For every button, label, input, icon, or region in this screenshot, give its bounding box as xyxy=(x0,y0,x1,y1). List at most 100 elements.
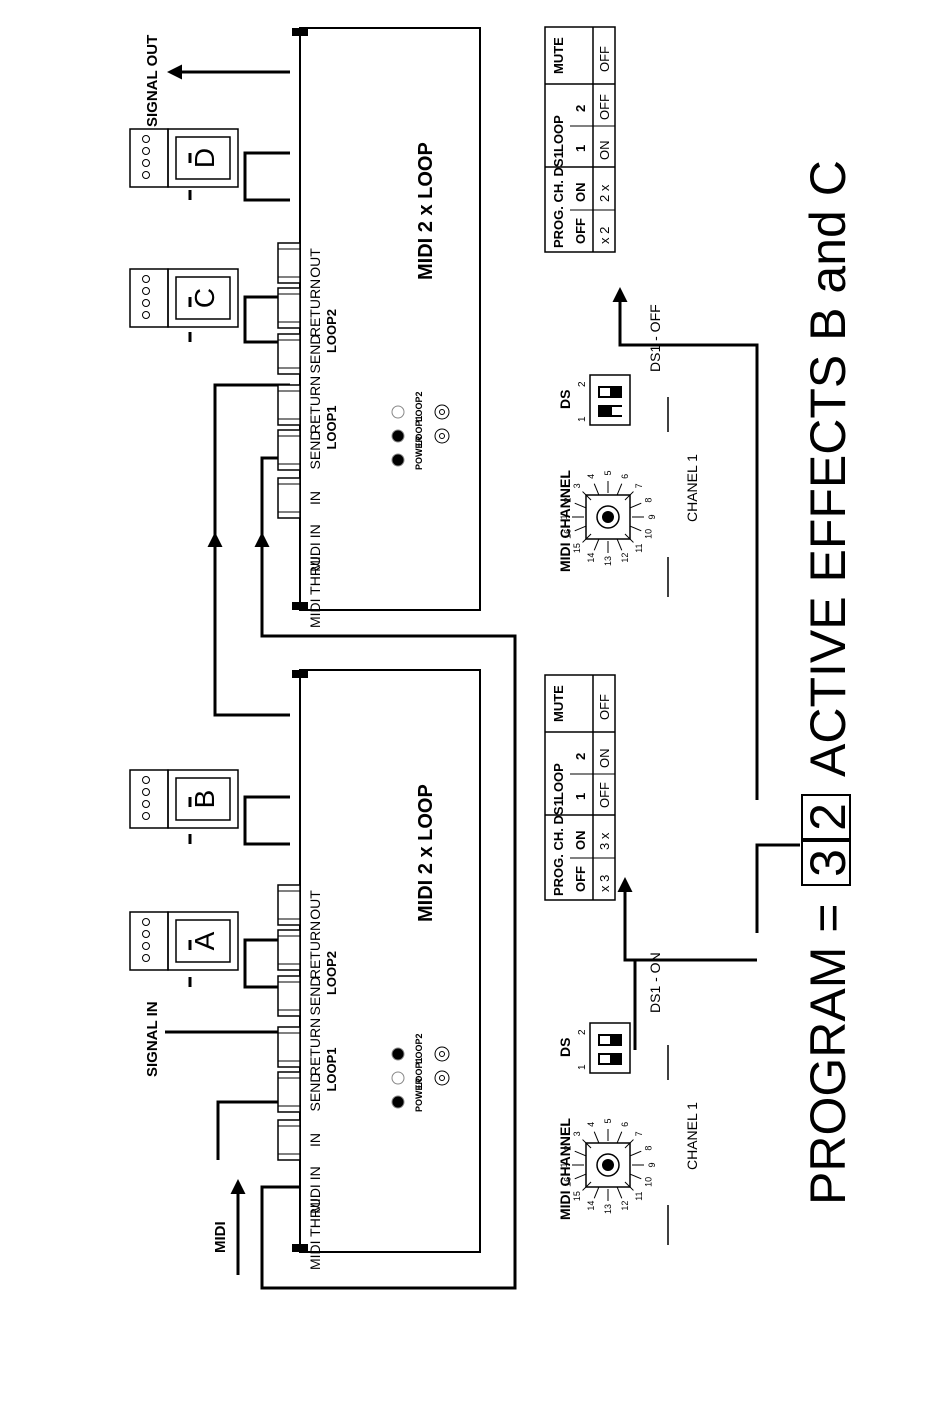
midi-label: MIDI xyxy=(212,1221,229,1253)
ds-label-2: DS xyxy=(557,390,573,409)
ds-num-2-1: 1 xyxy=(577,416,588,422)
program-label: PROGRAM = xyxy=(800,904,856,1205)
dial-number-0-14: 15 xyxy=(572,1191,582,1201)
jack-1-7 xyxy=(277,242,301,284)
midi-channel-label-2: MIDI CHANNEL xyxy=(557,470,573,572)
table-value-0-0: x 3 xyxy=(597,875,612,892)
dial-number-1-3: 4 xyxy=(586,474,596,479)
loop-label-1-1: LOOP2 xyxy=(324,309,339,353)
dip-switch-1 xyxy=(589,1022,631,1074)
led-label-0-0: POWER xyxy=(414,1077,424,1112)
table-value-1-1: 2 x xyxy=(597,184,612,202)
led-1-1 xyxy=(391,429,405,443)
led-0-1 xyxy=(391,1071,405,1085)
ds1-on-arrow xyxy=(617,877,757,962)
dial-number-0-0: 1 xyxy=(559,1162,569,1167)
table-value-1-3: OFF xyxy=(597,94,612,120)
dial-number-0-8: 9 xyxy=(647,1162,657,1167)
dial-number-0-6: 7 xyxy=(634,1131,644,1136)
jack-label-1-0: MIDI THRU xyxy=(307,556,323,628)
dial-number-0-2: 3 xyxy=(572,1131,582,1136)
dial-number-0-9: 10 xyxy=(644,1177,654,1187)
ds-num-1-2: 2 xyxy=(577,1029,588,1035)
loop-cross-2 xyxy=(243,295,290,344)
jack-label-1-7: OUT xyxy=(307,248,323,278)
jack-1-3 xyxy=(277,429,301,471)
ds-num-2-2: 2 xyxy=(577,381,588,387)
ds-state-label-1: DS1 - ON xyxy=(647,952,663,1013)
dial-number-1-2: 3 xyxy=(572,483,582,488)
led-label-0-1: LOOP1 xyxy=(414,1057,424,1088)
dial-number-0-12: 13 xyxy=(603,1204,613,1214)
jack-label-1-6: RETURN xyxy=(307,279,323,337)
led-1-2 xyxy=(391,405,405,419)
led-0-0 xyxy=(391,1095,405,1109)
dial-number-1-4: 5 xyxy=(603,470,613,475)
table-subheader-0-2: 1 xyxy=(573,793,588,800)
dial-number-1-15: 16 xyxy=(562,529,572,539)
loop-cross-0 xyxy=(243,938,290,989)
led-label-1-0: POWER xyxy=(414,435,424,470)
jack-label-1-1: MIDI IN xyxy=(307,524,323,571)
dial-number-1-11: 12 xyxy=(620,553,630,563)
table-value-1-2: ON xyxy=(597,141,612,161)
dip-switch-2 xyxy=(589,374,631,426)
loop-cross-1 xyxy=(243,795,290,846)
dial-number-0-11: 12 xyxy=(620,1201,630,1211)
jack-label-1-4: RETURN xyxy=(307,376,323,434)
signal-in-label: SIGNAL IN xyxy=(144,1001,161,1077)
jack-0-3 xyxy=(277,1071,301,1113)
table-subheader-1-2: 1 xyxy=(573,145,588,152)
dial-number-1-12: 13 xyxy=(603,556,613,566)
jack-label-1-3: SEND xyxy=(307,431,323,470)
led-label-1-2: LOOP2 xyxy=(414,391,424,422)
table-header-0-0: PROG. CH. DS1 xyxy=(551,799,566,896)
table-header-1-2: MUTE xyxy=(551,37,566,74)
signal-out-label: SIGNAL OUT xyxy=(144,34,161,127)
dial-number-1-7: 8 xyxy=(644,498,654,503)
table-value-1-0: x 2 xyxy=(597,227,612,244)
table-value-0-3: ON xyxy=(597,749,612,769)
table-header-0-1: LOOP xyxy=(551,763,566,800)
jack-1-2 xyxy=(277,477,301,519)
jack-label-0-6: RETURN xyxy=(307,921,323,979)
dial-number-1-14: 15 xyxy=(572,543,582,553)
jack-label-1-2: IN xyxy=(307,491,323,505)
jack-1-5 xyxy=(277,333,301,375)
program-description: ACTIVE EFFECTS B and C xyxy=(800,160,856,777)
dial-number-0-3: 4 xyxy=(586,1122,596,1127)
in-2-line xyxy=(213,383,290,535)
led-label-1-1: LOOP1 xyxy=(414,415,424,446)
dial-number-1-6: 7 xyxy=(634,483,644,488)
table-value-0-2: OFF xyxy=(597,782,612,808)
table-header-1-1: LOOP xyxy=(551,115,566,152)
midi-thru-line xyxy=(254,532,517,1290)
loop-label-0-1: LOOP2 xyxy=(324,951,339,995)
table-subheader-0-1: ON xyxy=(573,831,588,851)
program-digit-2: 2 xyxy=(800,803,856,831)
out-to-in-line xyxy=(207,532,290,717)
dial-number-0-10: 11 xyxy=(634,1191,644,1200)
table-subheader-1-1: ON xyxy=(573,183,588,203)
loop-label-1-0: LOOP1 xyxy=(324,405,339,449)
dial-number-1-10: 11 xyxy=(634,543,644,552)
jack-0-2 xyxy=(277,1119,301,1161)
jack-0-5 xyxy=(277,975,301,1017)
table-subheader-1-3: 2 xyxy=(573,105,588,112)
jack-label-0-2: IN xyxy=(307,1133,323,1147)
chanel-label-1: CHANEL 1 xyxy=(684,1102,700,1170)
program-connector-2 xyxy=(612,287,759,800)
table-value-0-1: 3 x xyxy=(597,832,612,850)
program-connector-1 xyxy=(755,843,800,933)
jack-label-0-5: SEND xyxy=(307,977,323,1016)
dial-number-1-1: 2 xyxy=(562,498,572,503)
jack-label-0-7: OUT xyxy=(307,890,323,920)
pedal-c-label: C xyxy=(189,288,220,308)
dial-number-1-9: 10 xyxy=(644,529,654,539)
